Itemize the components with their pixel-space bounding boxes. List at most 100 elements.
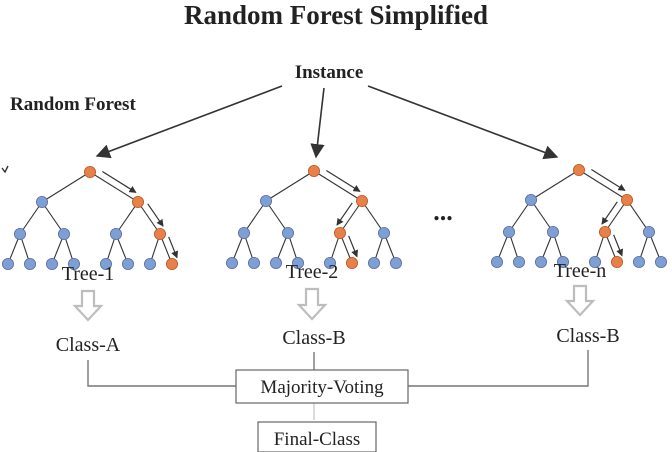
tree-node [281,226,294,239]
decision-path-arrow [613,234,623,257]
tree-2-label: Tree-2 [286,261,339,283]
majority-voting-label: Majority-Voting [260,377,384,398]
decision-path-arrow [326,169,361,192]
tree-node [525,193,538,206]
tree-node [2,257,14,270]
instance-arrow-tree-2 [310,87,325,159]
tree-node [247,256,260,269]
tree-node [367,256,380,269]
tree-node-selected [307,164,320,177]
decision-path-arrow [601,201,618,225]
tree-node-selected [333,226,346,239]
tree-edge [508,199,532,233]
tree-edge [578,169,628,201]
final-class-label: Final-Class [274,429,361,450]
decision-path-arrow [102,170,137,193]
tree-edge [243,200,267,234]
tree-node-selected [165,257,178,270]
tree-node [143,257,156,270]
instance-arrow-tree-1 [95,85,283,159]
instance-arrow-tree-n [367,85,559,160]
tree-node-selected [345,256,358,269]
tree-edge [265,170,315,202]
random-forest-label: Random Forest [10,94,136,115]
tree-node [13,227,26,240]
tree-edge [604,199,628,233]
decision-path-arrow [147,203,164,227]
tree-node-selected [573,163,586,176]
down-arrow-tree-n [564,284,596,317]
decision-path-arrow [348,235,358,258]
tree-1-graph [2,165,178,270]
tree-edge [19,201,43,235]
down-arrows [72,284,596,322]
tree-node [513,255,526,268]
tree-node [122,257,135,270]
instance-arrows [95,85,559,160]
down-arrow-tree-2 [296,287,328,321]
tree-edge [115,201,139,235]
down-arrow-tree-1 [72,289,104,322]
tree-edge [41,201,65,235]
tree-node [323,256,336,269]
decision-path-arrow [591,168,626,191]
tree-edge [137,201,161,235]
tree-node [23,257,36,270]
tree-edge [313,170,363,202]
tree-node [110,227,123,240]
decision-path-arrow [168,236,178,259]
tree-node [557,255,570,268]
tree-edge [41,171,91,203]
tree-node-selected [611,255,624,268]
tree-node [36,195,49,208]
decision-path-arrow [336,202,353,226]
tree-edge [89,171,139,203]
majority-voting-box [235,369,409,404]
tree-node [589,255,602,268]
tree-edge [530,199,554,233]
tree-node-selected [355,194,368,207]
tree-node [259,194,272,207]
ellipsis: ... [433,197,453,226]
diagram-title: Random Forest Simplified [184,0,488,30]
tree-edge [530,169,580,201]
instance-label: Instance [295,62,364,83]
tree-node-selected [84,165,97,178]
tree-node [389,256,402,269]
tree-node-selected [153,227,166,240]
tree-node [225,256,238,269]
final-class-box [257,421,377,452]
tree-node [377,226,390,239]
tree-1-label: Tree-1 [62,263,115,285]
tree-node [291,256,304,269]
tree-2-graph [225,164,402,269]
tree-node-selected [599,225,612,238]
tree-n-graph [490,163,668,268]
tree-node-selected [131,195,144,208]
tree-node [490,255,503,268]
tree-node [655,255,668,268]
tree-node [535,255,548,268]
tree-node [502,225,515,238]
class-label-tree-n: Class-B [556,325,619,347]
class-label-tree-2: Class-B [282,327,345,349]
tree-node [237,226,250,239]
tree-node-selected [621,193,634,206]
tree-edge [265,200,289,234]
class-label-tree-1: Class-A [56,334,121,356]
tree-n-label: Tree-n [554,260,607,282]
tree-edge [339,200,363,234]
tree-node [643,225,656,238]
tree-node [269,256,282,269]
tree-node [547,225,560,238]
tree-edge [626,199,650,233]
tree-node [58,227,71,240]
voting-connectors [87,350,589,420]
side-mark [1,165,9,174]
tree-node [633,255,646,268]
tree-node [46,257,59,270]
tree-node [100,257,113,270]
tree-node [68,257,81,270]
tree-edge [361,200,385,234]
